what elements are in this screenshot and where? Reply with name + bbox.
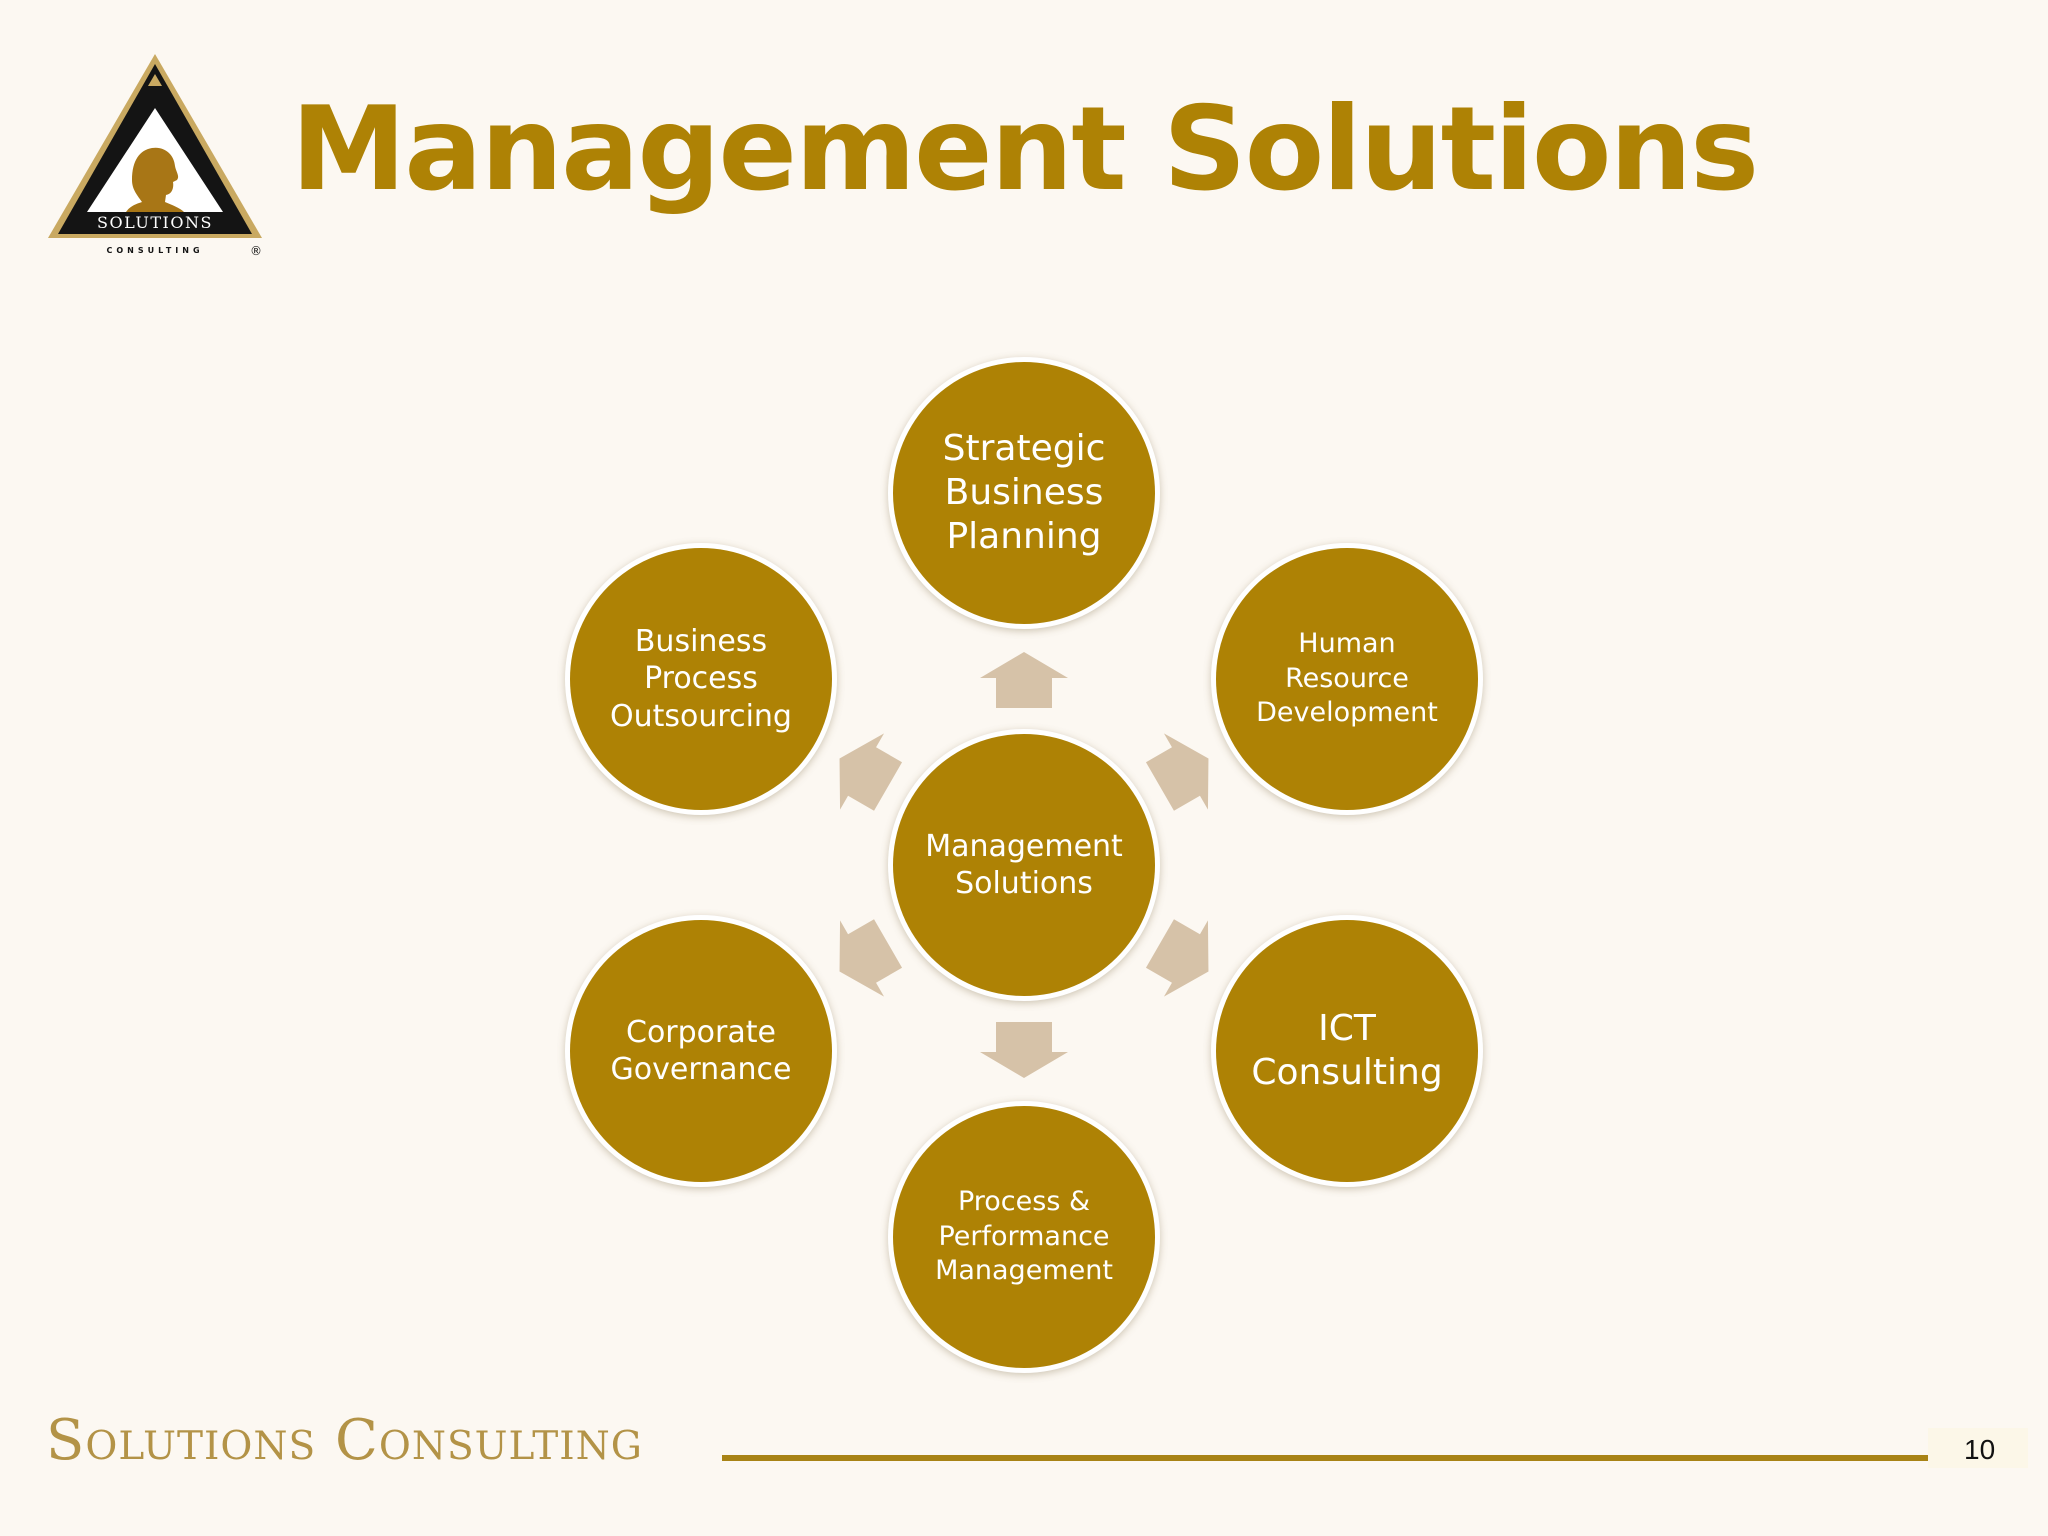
node-strategic-business-planning: Strategic Business Planning: [893, 362, 1155, 624]
arrow-up-icon: [980, 652, 1068, 708]
node-business-process-outsourcing: Business Process Outsourcing: [570, 548, 832, 810]
logo-registered-mark: ®: [250, 244, 262, 258]
logo-wordmark: SOLUTIONS: [97, 213, 213, 232]
node-corporate-governance: Corporate Governance: [570, 920, 832, 1182]
logo-sub-wordmark: CONSULTING: [106, 246, 203, 255]
page-number-box: [1928, 1428, 2028, 1468]
slide-title: Management Solutions: [290, 82, 1759, 217]
page-number: 10: [1964, 1434, 1996, 1465]
footer-divider: [722, 1455, 1930, 1461]
node-process-performance-management: Process & Performance Management: [893, 1106, 1155, 1368]
arrow-down-icon: [980, 1022, 1068, 1078]
solutions-consulting-logo: SOLUTIONS CONSULTING ®: [48, 54, 262, 258]
footer-brand: Solutions Consulting: [46, 1408, 643, 1473]
node-ict-consulting: ICT Consulting: [1216, 920, 1478, 1182]
arrow-lower-right-icon: [1145, 919, 1209, 997]
arrow-lower-left-icon: [839, 919, 903, 997]
arrow-upper-right-icon: [1145, 733, 1209, 811]
center-node: Management Solutions: [893, 734, 1155, 996]
arrow-upper-left-icon: [839, 733, 903, 811]
slide-title-container: Management Solutions: [0, 82, 2048, 217]
node-human-resource-development: Human Resource Development: [1216, 548, 1478, 810]
